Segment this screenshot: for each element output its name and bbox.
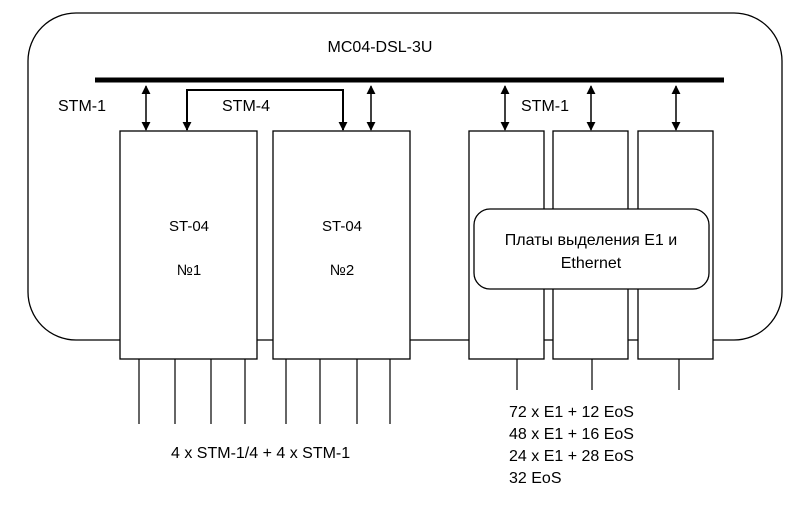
system-title: MC04-DSL-3U [328,39,433,56]
tributary-option-1: 72 x E1 + 12 EoS [509,404,634,421]
tributary-output-lines [516,359,680,390]
st04-board-1 [119,130,258,360]
stm4-link [182,89,348,131]
stm1-right-label: STM-1 [521,98,569,115]
st04-port-lines [138,359,391,424]
st04-ports-label: 4 x STM-1/4 + 4 x STM-1 [171,445,350,462]
tributary-option-3: 24 x E1 + 28 EoS [509,448,634,465]
board2-name: ST-04 [322,218,362,235]
board1-number: №1 [177,262,201,279]
stm1-left-label: STM-1 [58,98,106,115]
board1-name: ST-04 [169,218,209,235]
board2-number: №2 [330,262,354,279]
st04-board-2 [272,130,411,360]
tributary-option-4: 32 EoS [509,470,561,487]
tributary-option-2: 48 x E1 + 16 EoS [509,426,634,443]
tributary-group-label-2: Ethernet [561,255,622,272]
stm4-label: STM-4 [222,98,270,115]
tributary-group-box [473,208,710,290]
tributary-group-label-1: Платы выделения Е1 и [505,232,677,249]
